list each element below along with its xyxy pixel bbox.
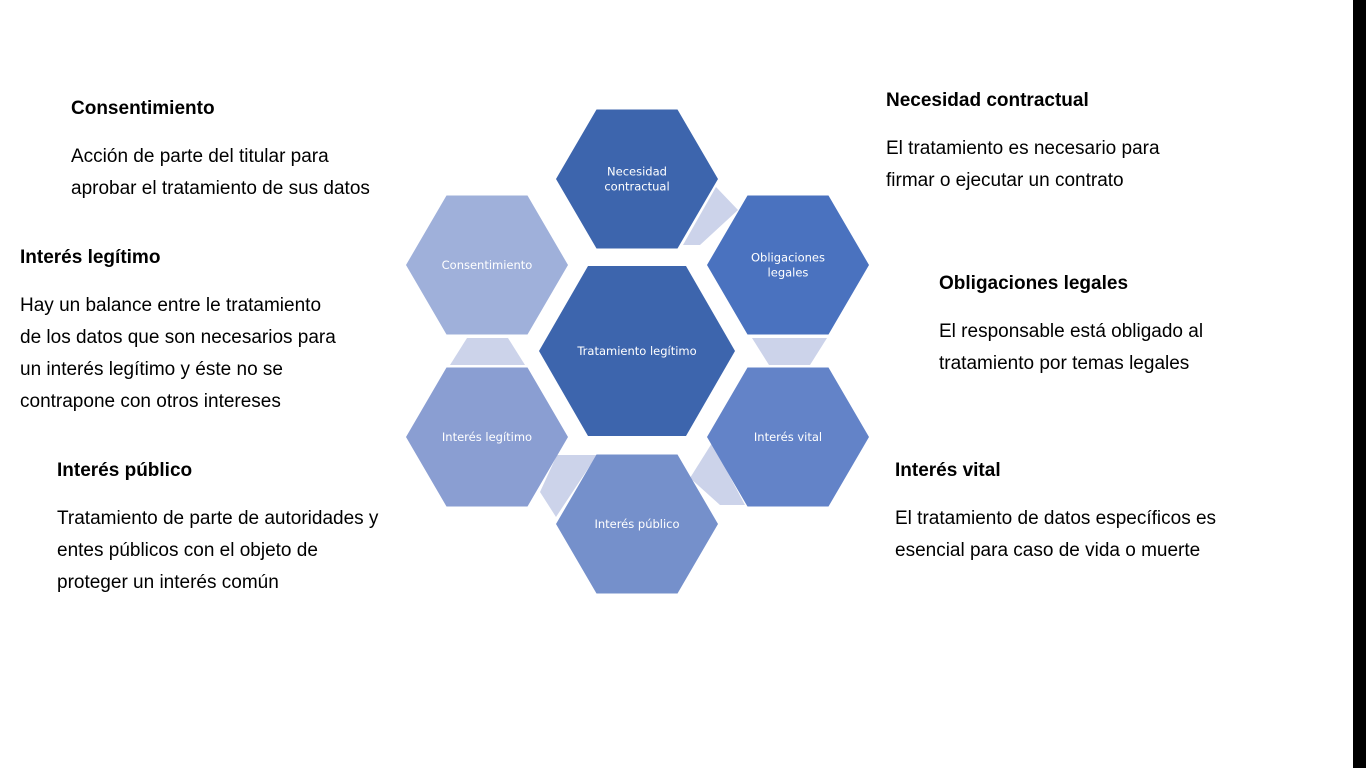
hexagon-label: Interés vital: [754, 430, 822, 444]
hexagon-connector: [752, 338, 827, 365]
hexagon-connector: [690, 443, 745, 505]
hex-interes-legitimo: Interés legítimo: [406, 367, 568, 507]
hex-tratamiento-legitimo: Tratamiento legítimo: [539, 266, 735, 436]
description-line: Acción de parte del titular para: [71, 146, 329, 167]
hexagon-label: Tratamiento legítimo: [576, 344, 696, 358]
hexagon-label: Necesidad: [607, 165, 667, 179]
block-description: Hay un balance entre le tratamiento de l…: [20, 290, 336, 418]
block-necesidad-contractual: Necesidad contractual El tratamiento es …: [886, 89, 1160, 197]
description-line: firmar o ejecutar un contrato: [886, 170, 1124, 191]
hexagon-shape: [406, 367, 568, 507]
block-title: Interés legítimo: [20, 247, 161, 268]
hex-interes-vital: Interés vital: [707, 367, 869, 507]
block-obligaciones-legales: Obligaciones legales El responsable está…: [939, 272, 1203, 380]
hexagon-shape: [707, 195, 869, 335]
hexagon-connector: [540, 455, 597, 517]
hex-interes-publico: Interés público: [556, 454, 718, 594]
block-description: El responsable está obligado al tratamie…: [939, 316, 1203, 380]
description-line: tratamiento por temas legales: [939, 353, 1190, 374]
block-title: Interés público: [57, 460, 193, 481]
hexagon-connector: [683, 187, 738, 245]
description-line: contrapone con otros intereses: [20, 391, 281, 412]
description-line: entes públicos con el objeto de: [57, 540, 318, 561]
block-interes-publico: Interés público Tratamiento de parte de …: [57, 459, 378, 599]
hexagon-connector: [450, 338, 525, 365]
description-line: de los datos que son necesarios para: [20, 327, 336, 348]
block-title: Consentimiento: [71, 98, 215, 119]
block-title: Obligaciones legales: [939, 273, 1129, 294]
hexagon-shape: [406, 195, 568, 335]
block-description: Acción de parte del titular para aprobar…: [71, 141, 370, 205]
description-line: El responsable está obligado al: [939, 321, 1204, 342]
hexagon-shape: [539, 266, 735, 436]
description-line: Hay un balance entre le tratamiento: [20, 295, 322, 316]
description-line: El tratamiento de datos específicos es: [895, 508, 1217, 529]
hexagon-label: Interés legítimo: [442, 430, 532, 444]
hexagon-label: Obligaciones: [751, 251, 825, 265]
description-line: esencial para caso de vida o muerte: [895, 540, 1201, 561]
hex-consentimiento: Consentimiento: [406, 195, 568, 335]
hexagon-label: Consentimiento: [442, 258, 533, 272]
block-consentimiento: Consentimiento Acción de parte del titul…: [71, 97, 370, 205]
hexagon-label: Interés público: [594, 517, 679, 531]
hexagon-label: legales: [768, 266, 809, 280]
description-line: aprobar el tratamiento de sus datos: [71, 178, 370, 199]
block-description: Tratamiento de parte de autoridades y en…: [57, 503, 378, 599]
hexagon-label: contractual: [604, 180, 669, 194]
description-line: proteger un interés común: [57, 572, 279, 593]
block-title: Necesidad contractual: [886, 90, 1089, 111]
block-interes-legitimo: Interés legítimo Hay un balance entre le…: [20, 246, 336, 418]
hexagon-shape: [707, 367, 869, 507]
hexagon-shape: [556, 454, 718, 594]
description-line: Tratamiento de parte de autoridades y: [57, 508, 379, 529]
block-description: El tratamiento es necesario para firmar …: [886, 133, 1160, 197]
description-line: un interés legítimo y éste no se: [20, 359, 283, 380]
block-title: Interés vital: [895, 460, 1001, 481]
description-line: El tratamiento es necesario para: [886, 138, 1160, 159]
slide-edge-bar: [1353, 0, 1366, 768]
block-description: El tratamiento de datos específicos es e…: [895, 503, 1216, 567]
hexagon-shape: [556, 109, 718, 249]
block-interes-vital: Interés vital El tratamiento de datos es…: [895, 459, 1216, 567]
